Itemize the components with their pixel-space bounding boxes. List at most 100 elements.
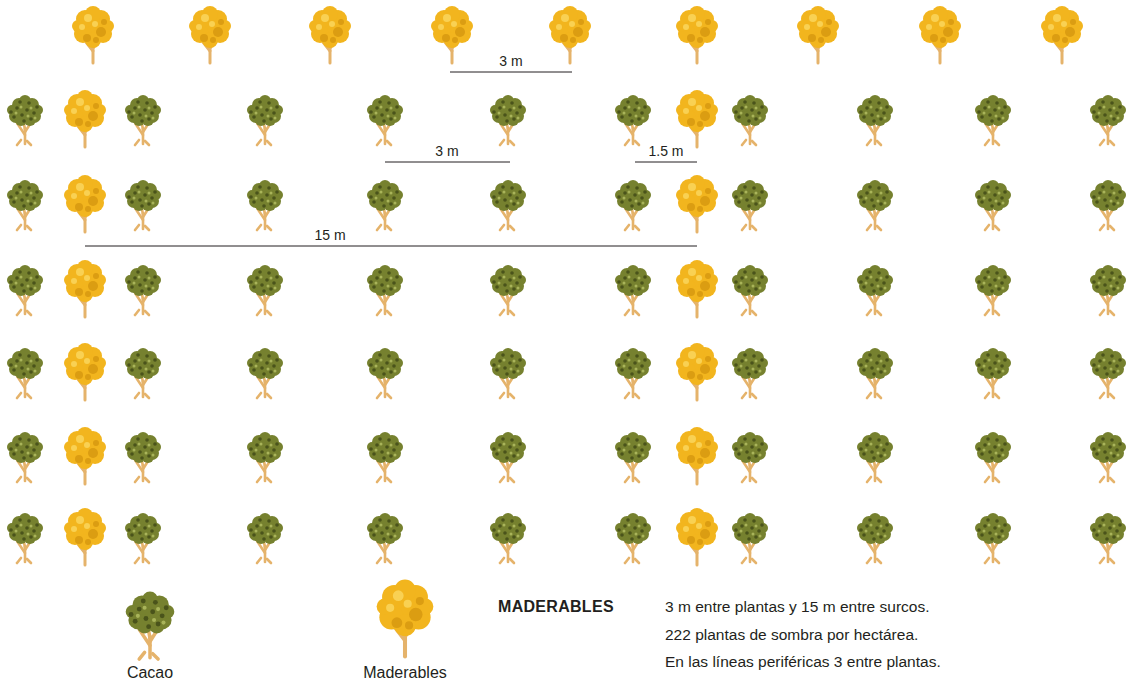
cacao-tree bbox=[7, 95, 43, 145]
cacao-tree bbox=[857, 348, 893, 398]
cacao-tree bbox=[7, 180, 43, 230]
timber-tree bbox=[676, 427, 718, 484]
timber-tree bbox=[64, 427, 106, 484]
cacao-tree bbox=[247, 432, 283, 482]
note-line: 222 plantas de sombra por hectárea. bbox=[665, 626, 918, 643]
cacao-tree bbox=[1090, 95, 1126, 145]
label-holder: MADERABLES bbox=[498, 598, 614, 616]
cacao-tree bbox=[615, 180, 651, 230]
cacao-tree bbox=[1090, 432, 1126, 482]
cacao-tree bbox=[367, 432, 403, 482]
legend-entry: Cacao bbox=[127, 664, 173, 682]
cacao-tree bbox=[247, 95, 283, 145]
cacao-tree bbox=[247, 513, 283, 563]
cacao-tree bbox=[615, 348, 651, 398]
timber-tree bbox=[676, 508, 718, 565]
cacao-tree bbox=[125, 180, 161, 230]
cacao-tree bbox=[367, 95, 403, 145]
cacao-tree bbox=[490, 265, 526, 315]
timber-tree bbox=[189, 6, 231, 63]
cacao-tree bbox=[1090, 265, 1126, 315]
cacao-legend-icon bbox=[126, 592, 175, 660]
label-holder: En las líneas periféricas 3 entre planta… bbox=[665, 653, 941, 670]
cacao-tree bbox=[1090, 513, 1126, 563]
cacao-tree bbox=[247, 265, 283, 315]
note-heading: MADERABLES bbox=[498, 598, 614, 616]
cacao-tree bbox=[857, 513, 893, 563]
timber-tree bbox=[549, 6, 591, 63]
cacao-tree bbox=[247, 180, 283, 230]
note-line: En las líneas periféricas 3 entre planta… bbox=[665, 653, 941, 670]
cacao-tree bbox=[857, 432, 893, 482]
cacao-tree bbox=[732, 265, 768, 315]
timber-tree bbox=[676, 260, 718, 317]
dimension-line bbox=[85, 246, 697, 247]
cacao-tree bbox=[490, 432, 526, 482]
cacao-tree bbox=[7, 513, 43, 563]
cacao-tree bbox=[1090, 180, 1126, 230]
timber-tree bbox=[431, 6, 473, 63]
timber-tree bbox=[676, 6, 718, 63]
timber-legend-icon bbox=[377, 580, 434, 657]
dimension-label: 3 m bbox=[497, 54, 524, 69]
cacao-tree bbox=[7, 348, 43, 398]
timber-tree bbox=[64, 90, 106, 147]
timber-tree bbox=[676, 175, 718, 232]
legend-label: Maderables bbox=[363, 664, 447, 682]
label-holder: 222 plantas de sombra por hectárea. bbox=[665, 626, 918, 643]
cacao-tree bbox=[490, 180, 526, 230]
label-holder: 1.5 m bbox=[646, 144, 685, 159]
cacao-tree bbox=[975, 265, 1011, 315]
cacao-tree bbox=[615, 265, 651, 315]
legend-entry: Maderables bbox=[363, 664, 447, 682]
cacao-tree bbox=[490, 513, 526, 563]
timber-tree bbox=[72, 6, 114, 63]
cacao-tree bbox=[975, 95, 1011, 145]
timber-tree bbox=[64, 343, 106, 400]
timber-tree bbox=[1041, 6, 1083, 63]
timber-tree bbox=[64, 508, 106, 565]
cacao-tree bbox=[125, 265, 161, 315]
cacao-tree bbox=[732, 180, 768, 230]
timber-tree bbox=[919, 6, 961, 63]
cacao-tree bbox=[490, 95, 526, 145]
cacao-tree bbox=[367, 180, 403, 230]
timber-tree bbox=[64, 260, 106, 317]
dimension-label: 3 m bbox=[433, 144, 460, 159]
cacao-tree bbox=[367, 265, 403, 315]
cacao-tree bbox=[125, 513, 161, 563]
label-holder: 3 m entre plantas y 15 m entre surcos. bbox=[665, 598, 929, 615]
label-holder: 15 m bbox=[312, 228, 347, 243]
cacao-tree bbox=[7, 265, 43, 315]
cacao-tree bbox=[857, 180, 893, 230]
cacao-tree bbox=[125, 348, 161, 398]
cacao-tree bbox=[490, 348, 526, 398]
cacao-tree bbox=[732, 513, 768, 563]
cacao-tree bbox=[7, 432, 43, 482]
dimension-label: 15 m bbox=[312, 228, 347, 243]
legend-label: Cacao bbox=[127, 664, 173, 682]
cacao-tree bbox=[367, 513, 403, 563]
cacao-tree bbox=[975, 348, 1011, 398]
timber-tree bbox=[309, 6, 351, 63]
note-line: 3 m entre plantas y 15 m entre surcos. bbox=[665, 598, 929, 615]
cacao-tree bbox=[732, 348, 768, 398]
cacao-tree bbox=[732, 95, 768, 145]
cacao-tree bbox=[857, 265, 893, 315]
dimension-line bbox=[385, 162, 510, 163]
label-holder: 3 m bbox=[433, 144, 460, 159]
cacao-tree bbox=[975, 513, 1011, 563]
timber-tree bbox=[676, 90, 718, 147]
cacao-tree bbox=[732, 432, 768, 482]
cacao-tree bbox=[125, 95, 161, 145]
cacao-tree bbox=[975, 432, 1011, 482]
cacao-tree bbox=[247, 348, 283, 398]
cacao-tree bbox=[615, 432, 651, 482]
cacao-tree bbox=[1090, 348, 1126, 398]
cacao-tree bbox=[857, 95, 893, 145]
dimension-line bbox=[450, 72, 572, 73]
timber-tree bbox=[797, 6, 839, 63]
timber-tree bbox=[676, 343, 718, 400]
